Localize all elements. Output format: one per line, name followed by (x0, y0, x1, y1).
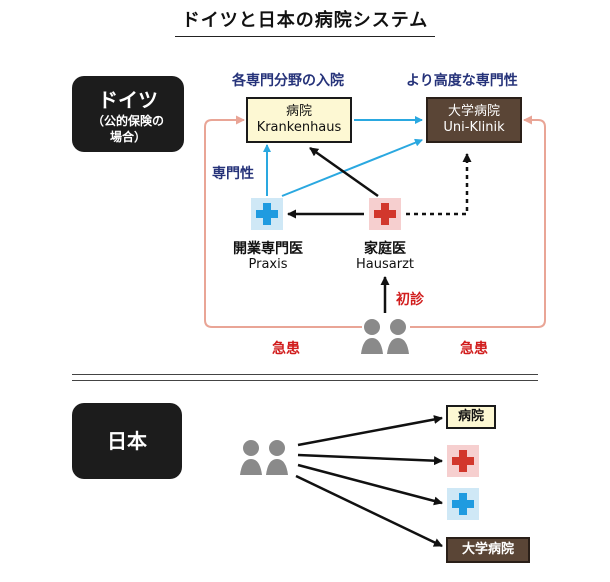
specialist-label: 開業専門医 Praxis (226, 241, 310, 273)
caption-advanced-specialty: より高度な専門性 (406, 73, 518, 89)
japan-arrow-gp (297, 453, 443, 466)
region-name-japan: 日本 (107, 429, 147, 453)
japan-gp-tile (447, 445, 479, 477)
caption-specialist-hospital: 各専門分野の入院 (232, 73, 344, 89)
university-hospital-box: 大学病院 Uni-Klinik (426, 97, 522, 143)
blue-cross-icon (452, 493, 474, 515)
japan-hospital-box: 病院 (446, 405, 496, 429)
hospital-box: 病院 Krankenhaus (246, 97, 352, 143)
title-underline (175, 36, 435, 37)
emergency-label-right: 急患 (460, 341, 488, 357)
emergency-loop-right (410, 115, 546, 328)
hospital-label-de: Krankenhaus (256, 120, 342, 135)
emergency-loop-left (204, 115, 362, 328)
japan-specialist-tile (447, 488, 479, 520)
patient-icon (387, 319, 409, 354)
gp-label: 家庭医 Hausarzt (345, 241, 425, 273)
japan-arrow-hospital (297, 415, 443, 447)
specialist-label-de: Praxis (248, 257, 288, 272)
gp-label-jp: 家庭医 (364, 241, 406, 257)
page-title: ドイツと日本の病院システム (181, 10, 429, 31)
gp-to-hospital-arrow (309, 146, 379, 198)
patient-icon (361, 319, 383, 354)
specialty-label: 専門性 (212, 166, 254, 182)
region-label-japan: 日本 (72, 403, 182, 479)
section-separator (72, 374, 538, 381)
first-visit-label: 初診 (396, 292, 424, 308)
specialist-to-university-arrow (281, 138, 423, 197)
gp-label-de: Hausarzt (356, 257, 414, 272)
emergency-label-left: 急患 (272, 341, 300, 357)
japan-arrow-specialist (297, 463, 443, 506)
hospital-label-jp: 病院 (285, 104, 312, 119)
red-cross-icon (452, 450, 474, 472)
patient-icon (266, 440, 288, 475)
gp-tile (369, 198, 401, 230)
university-label-jp: 大学病院 (447, 104, 500, 119)
patient-icon (240, 440, 262, 475)
region-sub-line1: （公的保険の (91, 114, 164, 128)
region-label-germany: ドイツ （公的保険の 場合） (72, 76, 184, 152)
japan-arrow-university (295, 474, 443, 548)
specialist-tile (251, 198, 283, 230)
blue-cross-icon (256, 203, 278, 225)
red-cross-icon (374, 203, 396, 225)
university-label-de: Uni-Klinik (443, 120, 505, 135)
specialist-label-jp: 開業専門医 (233, 241, 303, 257)
japan-university-box: 大学病院 (446, 537, 530, 563)
region-name-germany: ドイツ (98, 88, 158, 112)
region-sub-line2: 場合） (109, 130, 146, 144)
